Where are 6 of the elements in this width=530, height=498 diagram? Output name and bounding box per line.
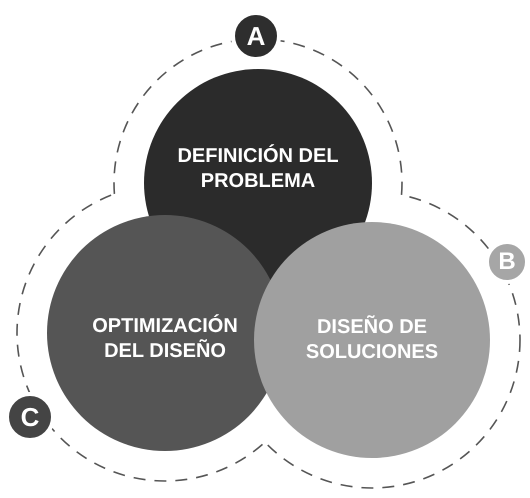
badge-letter: B <box>498 247 516 277</box>
circle-label: DISEÑO DE SOLUCIONES <box>304 315 440 365</box>
circle-label: OPTIMIZACIÓN DEL DISEÑO <box>91 314 239 364</box>
badge-letter: C <box>20 400 40 434</box>
badge-letter: A <box>246 20 266 52</box>
circle-label: DEFINICIÓN DEL PROBLEMA <box>176 144 340 194</box>
